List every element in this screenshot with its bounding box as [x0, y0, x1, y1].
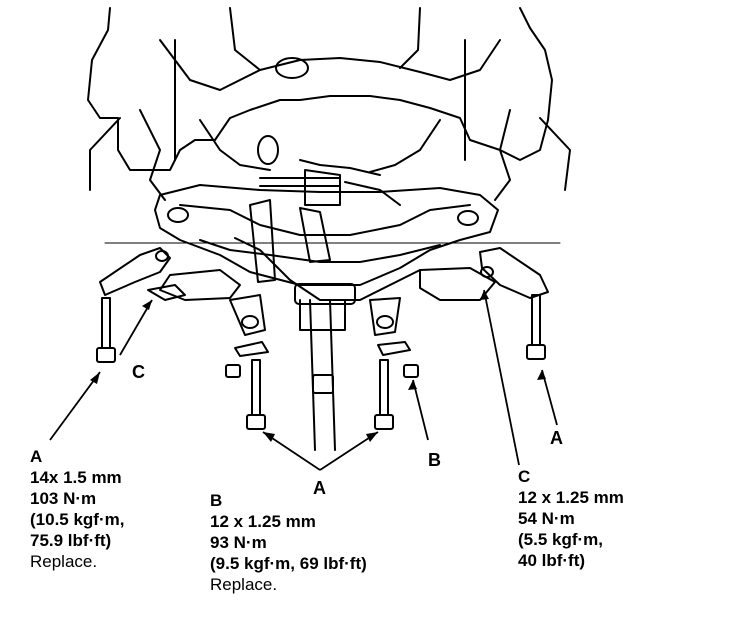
callout-size: 12 x 1.25 mm	[210, 512, 316, 531]
right-lower-arm	[479, 247, 549, 299]
callout-torque-nm: 93 N·m	[210, 533, 267, 552]
callout-torque-kgf: (10.5 kgf·m,	[30, 510, 125, 529]
arrow-heads	[90, 290, 546, 442]
engine-outline	[87, 7, 571, 206]
steering-shaft	[309, 299, 336, 451]
left-lower-arm	[99, 247, 186, 301]
callout-right-bolt: C 12 x 1.25 mm 54 N·m (5.5 kgf·m, 40 lbf…	[518, 466, 624, 571]
callout-letter: C	[518, 467, 531, 486]
callout-note: Replace.	[30, 552, 98, 571]
leader-lines	[49, 289, 558, 471]
bolt-a-center-right	[374, 341, 411, 430]
callout-torque-nm: 103 N·m	[30, 489, 97, 508]
marker-a-center: A	[313, 478, 326, 498]
marker-b-right: B	[428, 450, 441, 470]
callout-torque-kgf: (9.5 kgf·m, 69 lbf·ft)	[210, 554, 367, 573]
subframe-body	[104, 177, 561, 336]
bolt-a-center-left	[234, 341, 269, 430]
marker-a-right: A	[550, 428, 563, 448]
callout-torque-lbf: 40 lbf·ft)	[518, 551, 586, 570]
callout-torque-nm: 54 N·m	[518, 509, 575, 528]
callout-center-bolt: B 12 x 1.25 mm 93 N·m (9.5 kgf·m, 69 lbf…	[210, 490, 367, 595]
callout-note: Replace.	[210, 575, 278, 594]
bolt-a-right	[526, 294, 546, 360]
callout-letter: B	[210, 491, 223, 510]
callout-torque-kgf: (5.5 kgf·m,	[518, 530, 604, 549]
callout-size: 14x 1.5 mm	[30, 468, 122, 487]
bolt-b-right	[403, 364, 419, 378]
bolt-b-left	[225, 364, 241, 378]
bolt-a-left	[96, 297, 116, 363]
callout-torque-lbf: 75.9 lbf·ft)	[30, 531, 112, 550]
marker-c-left: C	[132, 362, 145, 382]
callout-letter: A	[30, 447, 43, 466]
callout-left-bolt: A 14x 1.5 mm 103 N·m (10.5 kgf·m, 75.9 l…	[30, 446, 124, 572]
callout-size: 12 x 1.25 mm	[518, 488, 624, 507]
